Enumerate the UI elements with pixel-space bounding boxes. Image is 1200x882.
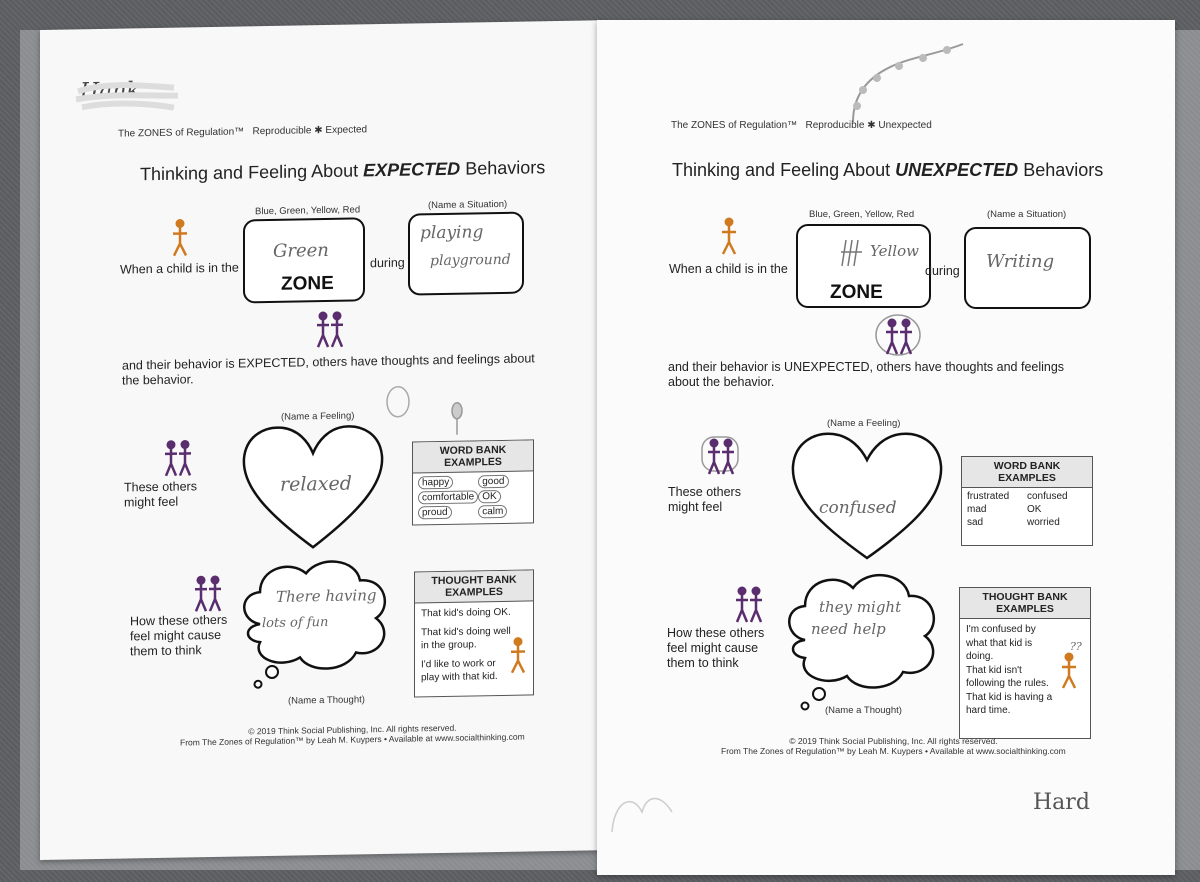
left-footer: © 2019 Think Social Publishing, Inc. All… [180, 722, 525, 748]
thought-handwriting: they might [819, 598, 902, 616]
purple-pair-figure-icon [735, 586, 763, 623]
thought-bank-item: I'm confused by what that kid is doing. [966, 624, 1036, 662]
faint-doodle-icon [611, 797, 673, 833]
thought-handwriting-2: need help [811, 620, 886, 638]
thought-bank-title: THOUGHT BANK EXAMPLES [960, 588, 1090, 619]
word-bank-item: calm [478, 504, 508, 519]
signature-handwriting: Hard [1033, 790, 1090, 815]
thought-caption: (Name a Thought) [288, 694, 365, 707]
these-others-text: These others might feel [124, 479, 197, 510]
word-bank-item: frustrated [967, 491, 1010, 502]
how-text: How these others feel might cause them t… [667, 626, 765, 670]
right-title: Thinking and Feeling About UNEXPECTED Be… [672, 160, 1104, 180]
feeling-caption: (Name a Feeling) [281, 410, 355, 423]
left-title: Thinking and Feeling About EXPECTED Beha… [140, 157, 546, 185]
purple-pair-figure-icon [164, 439, 192, 477]
scribbled-name: Hank [75, 78, 179, 111]
zone-label: ZONE [281, 272, 334, 295]
star-mark-icon: ✱ [314, 125, 323, 137]
word-bank-item: OK [478, 489, 501, 504]
doodle-circle-icon [701, 436, 739, 472]
word-bank-item: sad [967, 517, 984, 528]
orange-stick-figure-icon [1061, 652, 1077, 689]
question-marks: ?? [1070, 640, 1082, 653]
purple-pair-figure-icon [316, 311, 344, 348]
thought-caption: (Name a Thought) [825, 705, 902, 716]
thought-bank: THOUGHT BANK EXAMPLES I'm confused by wh… [959, 587, 1091, 739]
orange-stick-figure-icon [172, 219, 188, 257]
thought-handwriting-2: lots of fun [262, 614, 329, 632]
how-text: How these others feel might cause them t… [130, 612, 228, 659]
when-text: When a child is in the [120, 260, 239, 277]
situation-handwriting-2: playground [430, 251, 511, 270]
these-others-text: These others might feel [668, 485, 741, 514]
orange-stick-figure-icon [721, 217, 737, 255]
star-mark-icon: ✱ [867, 120, 876, 131]
scribble-mark [75, 82, 179, 111]
purple-pair-figure-icon [707, 438, 735, 475]
situation-box: playing playground [408, 211, 524, 296]
when-text: When a child is in the [669, 262, 788, 276]
behavior-text: and their behavior is EXPECTED, others h… [122, 351, 535, 388]
word-bank-title: WORD BANK EXAMPLES [962, 457, 1092, 488]
zone-box: Yellow ZONE [796, 224, 931, 308]
thought-cloud-shape [243, 560, 386, 689]
right-header: The ZONES of Regulation™ Reproducible ✱ … [671, 120, 932, 131]
behavior-text: and their behavior is UNEXPECTED, others… [668, 360, 1065, 389]
left-worksheet: Hank The ZONES of Regulation™ Reproducib… [40, 20, 600, 861]
situation-box: Writing [964, 227, 1091, 309]
heart-shape [242, 425, 384, 549]
feeling-handwriting: relaxed [280, 472, 352, 496]
word-bank-title: WORD BANK EXAMPLES [413, 440, 533, 474]
feeling-caption: (Name a Feeling) [827, 418, 901, 429]
purple-pair-figure-icon [885, 318, 913, 355]
right-footer: © 2019 Think Social Publishing, Inc. All… [721, 736, 1066, 756]
thought-handwriting: There having [276, 586, 377, 606]
thought-bank-item: That kid's doing well in the group. [421, 625, 511, 652]
situation-caption: (Name a Situation) [987, 209, 1067, 220]
thought-bank-item: That kid is having a hard time. [966, 691, 1053, 717]
heart-shape [791, 432, 943, 560]
thought-bank-item: That kid's doing OK. [421, 606, 511, 620]
doodle-circle-icon [386, 385, 410, 418]
purple-pair-figure-icon [194, 575, 222, 612]
word-bank-item: happy [418, 475, 454, 490]
word-bank-item: worried [1027, 517, 1060, 528]
right-worksheet: The ZONES of Regulation™ Reproducible ✱ … [597, 20, 1175, 875]
zone-label: ZONE [830, 282, 883, 303]
orange-stick-figure-icon [510, 637, 526, 674]
thought-bank-title: THOUGHT BANK EXAMPLES [415, 570, 533, 604]
zone-caption: Blue, Green, Yellow, Red [255, 204, 361, 218]
doodle-vine-icon [852, 43, 964, 123]
word-bank-item: OK [1027, 504, 1042, 515]
word-bank: WORD BANK EXAMPLES happy good comfortabl… [412, 439, 534, 526]
thought-bank-item: That kid isn't following the rules. [966, 664, 1049, 690]
doodle-figure-icon [451, 401, 463, 435]
during-label: during [925, 264, 960, 278]
thought-bank-item: I'd like to work or play with that kid. [421, 658, 498, 684]
word-bank-item: comfortable [418, 490, 479, 505]
word-bank-item: confused [1027, 491, 1068, 502]
word-bank-item: mad [967, 504, 987, 515]
situation-handwriting: Writing [986, 251, 1055, 272]
doodle-circle-icon [875, 314, 921, 356]
zone-handwriting: Yellow [870, 242, 919, 260]
zone-handwriting: Green [273, 239, 329, 262]
thought-cloud-shape [788, 574, 935, 711]
during-label: during [370, 255, 405, 271]
word-bank: WORD BANK EXAMPLES frustrated confused m… [961, 456, 1093, 546]
situation-caption: (Name a Situation) [428, 198, 508, 212]
word-bank-item: proud [418, 505, 452, 520]
word-bank-item: good [478, 474, 509, 489]
feeling-handwriting: confused [819, 498, 897, 518]
situation-handwriting: playing [420, 222, 484, 244]
scribble-mark [841, 239, 862, 267]
zone-box: Green ZONE [243, 217, 365, 304]
left-header: The ZONES of Regulation™ Reproducible ✱ … [118, 124, 368, 140]
zone-caption: Blue, Green, Yellow, Red [809, 209, 915, 220]
thought-bank: THOUGHT BANK EXAMPLES That kid's doing O… [414, 569, 534, 698]
